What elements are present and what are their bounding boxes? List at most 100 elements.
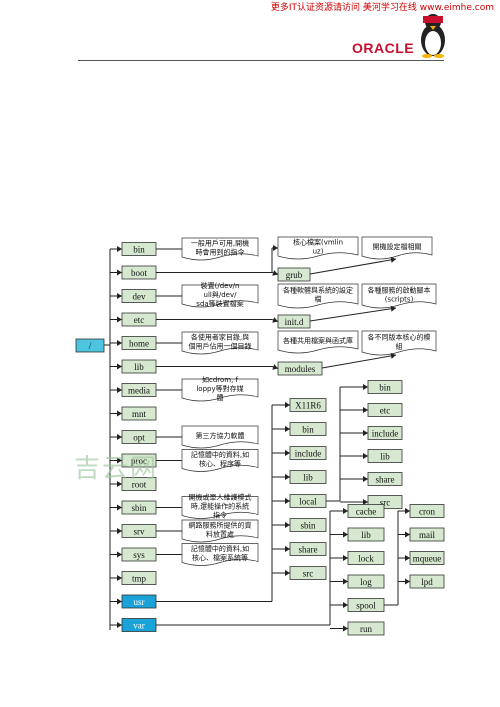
note-scripts-line: (scripts) [385, 296, 414, 304]
var-cache-box [347, 504, 385, 518]
var-lib-box [347, 527, 385, 542]
dir-mnt-box-label: mnt [132, 409, 147, 419]
dir-home-box-label: home [129, 339, 149, 349]
var-log-box-label: log [360, 577, 372, 587]
usr-src-box-label: src [303, 569, 314, 579]
etc-initd-box-label: init.d [285, 317, 304, 327]
dir-lib-box-label: lib [134, 362, 144, 372]
var-log-box [347, 574, 385, 589]
note-srv-line: 料放置處 [206, 530, 234, 539]
spool-mqueue-box-label: mqueue [413, 554, 442, 564]
dir-root-box-label: root [132, 480, 147, 490]
usr-bin-box-label: bin [302, 425, 314, 435]
local-share-box [367, 472, 403, 486]
header-rule [78, 60, 444, 61]
note-lib [277, 330, 359, 354]
spool-cron-box [409, 504, 445, 518]
spool-lpd-box-label: lpd [421, 577, 433, 587]
usr-share-box [289, 542, 327, 556]
var-cache-box-label: cache [356, 507, 376, 517]
spool-lpd-box [409, 574, 445, 589]
var-run-box-label: run [360, 624, 372, 634]
note-sbin-line: 開機或單人維護模式 [189, 493, 252, 502]
spool-mail-box [409, 527, 445, 542]
note-sys-line: 記憶體中的資料,如 [191, 544, 249, 553]
dir-mnt-box [121, 406, 157, 421]
note-sbin [181, 496, 259, 519]
local-share-box-label: share [376, 475, 395, 485]
note-grub-cfg [361, 236, 433, 260]
var-run-box [347, 621, 385, 636]
note-kernel [277, 236, 359, 260]
local-include-box-label: include [372, 429, 399, 439]
usr-X11R6-box-label: X11R6 [295, 401, 321, 411]
dir-bin-box-label: bin [133, 245, 145, 255]
note-etc-cfg-line: 各種軟體與系統的設定 [283, 286, 353, 295]
note-sbin-line: 時,還能操作的系統 [191, 502, 249, 511]
var-lib-box-label: lib [361, 530, 371, 540]
note-bin [181, 237, 259, 261]
dir-usr-box-label: usr [134, 597, 145, 607]
note-srv-line: 網路服務所提供的資 [189, 521, 252, 530]
note-dev [181, 284, 259, 308]
note-bin-line: 一般用戶可用,開機 [191, 239, 249, 248]
spool-mqueue-box [409, 551, 445, 565]
dir-sys-box-label: sys [133, 550, 145, 560]
note-bin-line: 時會用到的指令 [196, 248, 245, 257]
note-etc-cfg-line: 檔 [315, 295, 322, 304]
usr-lib-box [289, 470, 327, 484]
local-etc-box [367, 403, 403, 417]
dir-srv-box-label: srv [134, 527, 145, 537]
spool-cron-box-label: cron [419, 507, 435, 517]
note-kernel-line: 核心檔案(vmlin [293, 238, 343, 247]
dir-dev-box-label: dev [133, 292, 146, 302]
note-sys [181, 543, 259, 566]
note-scripts [361, 283, 437, 309]
dir-etc-box-label: etc [134, 315, 145, 325]
usr-include-box [289, 446, 327, 460]
note-kernel-line: uz) [313, 248, 324, 256]
note-media [181, 378, 259, 402]
usr-local-box-label: local [299, 497, 317, 507]
note-sbin-line: 指令 [213, 511, 227, 520]
var-lock-box [347, 551, 385, 565]
boot-grub-box-label: grub [286, 270, 303, 280]
note-grub-cfg-line: 開機設定檔相關 [373, 242, 422, 251]
note-home-line: 個用戶佔用一個目錄 [189, 342, 252, 351]
dir-opt-box-label: opt [133, 433, 145, 443]
penguin-logo-icon [421, 14, 445, 58]
local-lib-box-label: lib [380, 452, 390, 462]
local-src-box-label: src [380, 498, 391, 508]
note-home-line: 各使用者家目錄,與 [191, 333, 249, 342]
note-dev-line: 裝置(/dev/n [201, 281, 240, 290]
note-dev-line: sda等裝置檔案 [196, 299, 243, 308]
note-opt [181, 425, 259, 449]
usr-sbin-box [289, 518, 327, 532]
resource-link[interactable]: 更多IT认证资源请访问 美河学习在线 www.eimhe.com [270, 3, 494, 13]
usr-X11R6-box [289, 398, 327, 412]
note-etc-cfg [277, 283, 359, 309]
root-dir-box-label: / [89, 341, 92, 351]
local-etc-box-label: etc [380, 406, 391, 416]
usr-lib-box-label: lib [303, 473, 313, 483]
local-lib-box [367, 449, 403, 463]
dir-sbin-box-label: sbin [131, 503, 147, 513]
note-media-line: loppy等對存媒 [196, 384, 243, 393]
var-spool-box-label: spool [356, 601, 376, 611]
usr-sbin-box-label: sbin [300, 521, 316, 531]
note-modules [361, 330, 437, 356]
note-srv [181, 519, 259, 543]
local-include-box [367, 426, 403, 440]
local-bin-box [367, 380, 403, 394]
note-modules-line: 各不同版本核心的模 [368, 333, 431, 342]
usr-bin-box [289, 422, 327, 436]
note-dev-line: ull與/dev/ [204, 290, 238, 299]
note-proc [181, 449, 259, 472]
dir-root-box [121, 477, 157, 491]
note-opt-line: 第三方協力軟體 [196, 431, 245, 440]
dir-media-box-label: media [128, 386, 150, 396]
note-proc-line: 核心、程序等 [199, 459, 241, 468]
note-modules-line: 組 [396, 342, 403, 351]
oracle-logo: ORACLE [352, 40, 415, 56]
